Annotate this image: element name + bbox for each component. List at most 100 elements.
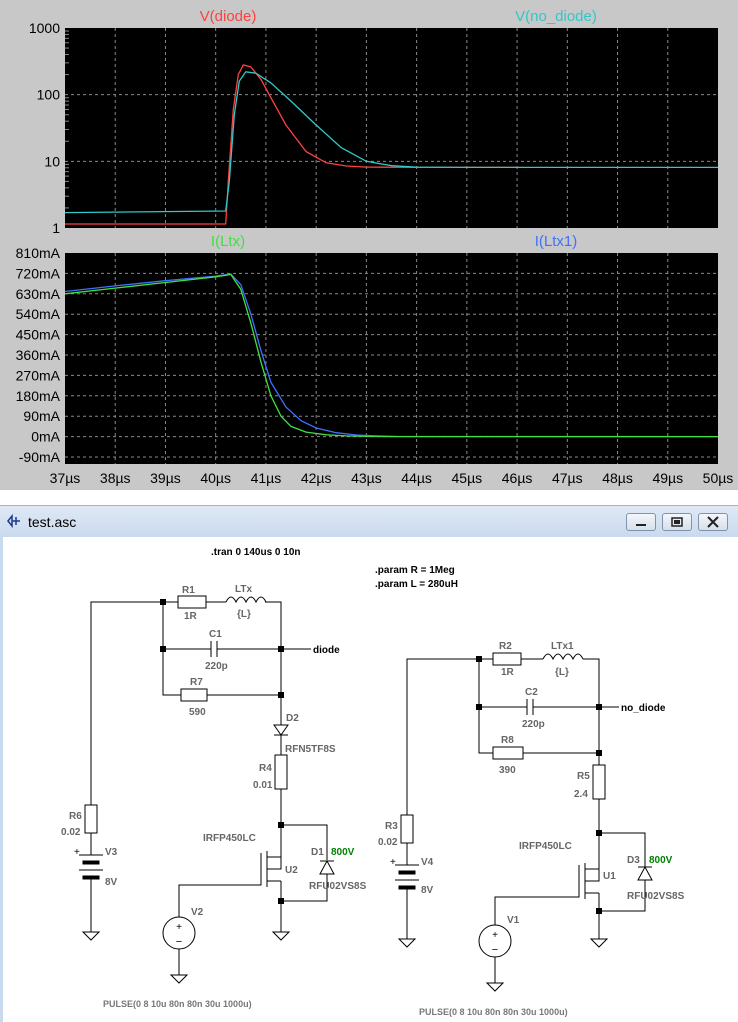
y-tick-label: 720mA bbox=[16, 265, 61, 281]
r8-value: 390 bbox=[499, 765, 516, 776]
y-tick-label: 270mA bbox=[16, 367, 61, 383]
ltx-inductor[interactable] bbox=[225, 596, 267, 604]
svg-text:−: − bbox=[492, 944, 498, 956]
x-tick-label: 48µs bbox=[602, 470, 633, 486]
y-tick-label: 10 bbox=[44, 153, 60, 169]
svg-text:−: − bbox=[176, 936, 182, 948]
trace-i-ltx1- bbox=[64, 273, 719, 438]
c2-capacitor[interactable] bbox=[526, 699, 534, 715]
v2-pulse-spec: PULSE(0 8 10u 80n 80n 30u 1000u) bbox=[103, 999, 252, 1009]
ltx1-value: {L} bbox=[555, 667, 569, 678]
v3-battery[interactable]: + bbox=[74, 847, 103, 882]
r6-resistor[interactable] bbox=[84, 804, 98, 834]
r2-resistor[interactable] bbox=[492, 652, 522, 666]
d2-label: D2 bbox=[286, 713, 299, 724]
r3-label: R3 bbox=[385, 821, 398, 832]
u2-mosfet[interactable] bbox=[260, 851, 282, 887]
y-tick-label: 360mA bbox=[16, 347, 61, 363]
d3-rating: 800V bbox=[649, 855, 673, 866]
d1-label: D1 bbox=[311, 847, 324, 858]
schematic-drawing[interactable]: .tran 0 140us 0 10n .param R = 1Meg .par… bbox=[3, 537, 738, 1022]
y-tick-label: 0mA bbox=[31, 429, 60, 445]
r1-label: R1 bbox=[182, 585, 195, 596]
v4-battery[interactable]: + bbox=[390, 857, 419, 892]
r3-value: 0.02 bbox=[378, 837, 398, 848]
window-titlebar[interactable]: test.asc bbox=[0, 505, 738, 539]
c1-label: C1 bbox=[209, 629, 222, 640]
r5-resistor[interactable] bbox=[592, 764, 606, 800]
current-pane[interactable] bbox=[65, 253, 718, 464]
r4-resistor[interactable] bbox=[274, 754, 288, 790]
x-tick-label: 42µs bbox=[301, 470, 332, 486]
schematic-canvas[interactable]: .tran 0 140us 0 10n .param R = 1Meg .par… bbox=[0, 537, 738, 1022]
v1-source[interactable]: + − bbox=[478, 924, 512, 958]
r8-resistor[interactable] bbox=[492, 746, 524, 760]
ground-icon bbox=[169, 974, 189, 984]
maximize-icon bbox=[671, 517, 683, 527]
trace-label-i-ltx[interactable]: I(Ltx) bbox=[211, 233, 245, 250]
d2-diode[interactable] bbox=[273, 724, 289, 736]
svg-text:+: + bbox=[390, 857, 396, 868]
v1-pulse-spec: PULSE(0 8 10u 80n 80n 30u 1000u) bbox=[419, 1007, 568, 1017]
u1-label: U1 bbox=[603, 871, 616, 882]
net-label-diode[interactable]: diode bbox=[313, 645, 340, 656]
ltx-label: LTx bbox=[235, 584, 252, 595]
c2-value: 220p bbox=[522, 719, 545, 730]
x-tick-label: 46µs bbox=[502, 470, 533, 486]
ltx1-inductor[interactable] bbox=[542, 653, 584, 661]
v2-label: V2 bbox=[191, 907, 204, 918]
u1-model: IRFP450LC bbox=[519, 841, 572, 852]
x-tick-label: 44µs bbox=[401, 470, 432, 486]
svg-text:+: + bbox=[74, 847, 80, 858]
r7-resistor[interactable] bbox=[180, 688, 208, 702]
x-tick-label: 38µs bbox=[100, 470, 131, 486]
d1-diode[interactable] bbox=[319, 859, 335, 875]
net-label-no-diode[interactable]: no_diode bbox=[621, 703, 666, 714]
voltage-pane[interactable] bbox=[65, 28, 718, 228]
x-tick-label: 50µs bbox=[703, 470, 734, 486]
c1-value: 220p bbox=[205, 661, 228, 672]
current-y-axis: 810mA720mA630mA540mA450mA360mA270mA180mA… bbox=[16, 245, 61, 465]
c2-label: C2 bbox=[525, 687, 538, 698]
x-tick-label: 43µs bbox=[351, 470, 382, 486]
r6-value: 0.02 bbox=[61, 827, 81, 838]
maximize-button[interactable] bbox=[662, 513, 692, 531]
schematic-window[interactable]: test.asc .tran 0 140us 0 10n .param R = … bbox=[0, 505, 738, 1022]
v3-label: V3 bbox=[105, 847, 118, 858]
window-title: test.asc bbox=[28, 514, 77, 530]
x-tick-label: 47µs bbox=[552, 470, 583, 486]
ground-icon bbox=[589, 938, 609, 948]
y-tick-label: 100 bbox=[37, 87, 61, 103]
d3-diode[interactable] bbox=[637, 865, 653, 881]
ground-icon bbox=[397, 938, 417, 948]
r1-resistor[interactable] bbox=[177, 595, 207, 609]
param-l-directive[interactable]: .param L = 280uH bbox=[375, 579, 458, 590]
param-r-directive[interactable]: .param R = 1Meg bbox=[375, 565, 455, 576]
u1-mosfet[interactable] bbox=[578, 863, 600, 899]
r5-label: R5 bbox=[577, 771, 590, 782]
trace-label-v-diode[interactable]: V(diode) bbox=[200, 8, 257, 25]
y-tick-label: 810mA bbox=[16, 245, 61, 261]
r5-value: 2.4 bbox=[574, 789, 588, 800]
r8-label: R8 bbox=[501, 735, 514, 746]
v3-value: 8V bbox=[105, 877, 118, 888]
current-grid bbox=[65, 253, 718, 464]
r1-value: 1R bbox=[184, 611, 198, 622]
y-tick-label: 90mA bbox=[23, 408, 60, 424]
v2-source[interactable]: + − bbox=[162, 916, 196, 950]
y-tick-label: 540mA bbox=[16, 306, 61, 322]
x-tick-label: 49µs bbox=[652, 470, 683, 486]
close-button[interactable] bbox=[698, 513, 728, 531]
ground-icon bbox=[271, 931, 291, 941]
c1-capacitor[interactable] bbox=[210, 641, 218, 657]
y-tick-label: 630mA bbox=[16, 286, 61, 302]
trace-label-v-no-diode[interactable]: V(no_diode) bbox=[515, 8, 597, 25]
left-circuit-wires bbox=[90, 601, 328, 975]
tran-directive[interactable]: .tran 0 140us 0 10n bbox=[211, 547, 301, 558]
trace-label-i-ltx1[interactable]: I(Ltx1) bbox=[535, 233, 578, 250]
minimize-button[interactable] bbox=[626, 513, 656, 531]
trace-v-diode- bbox=[65, 64, 518, 225]
r3-resistor[interactable] bbox=[400, 814, 414, 844]
